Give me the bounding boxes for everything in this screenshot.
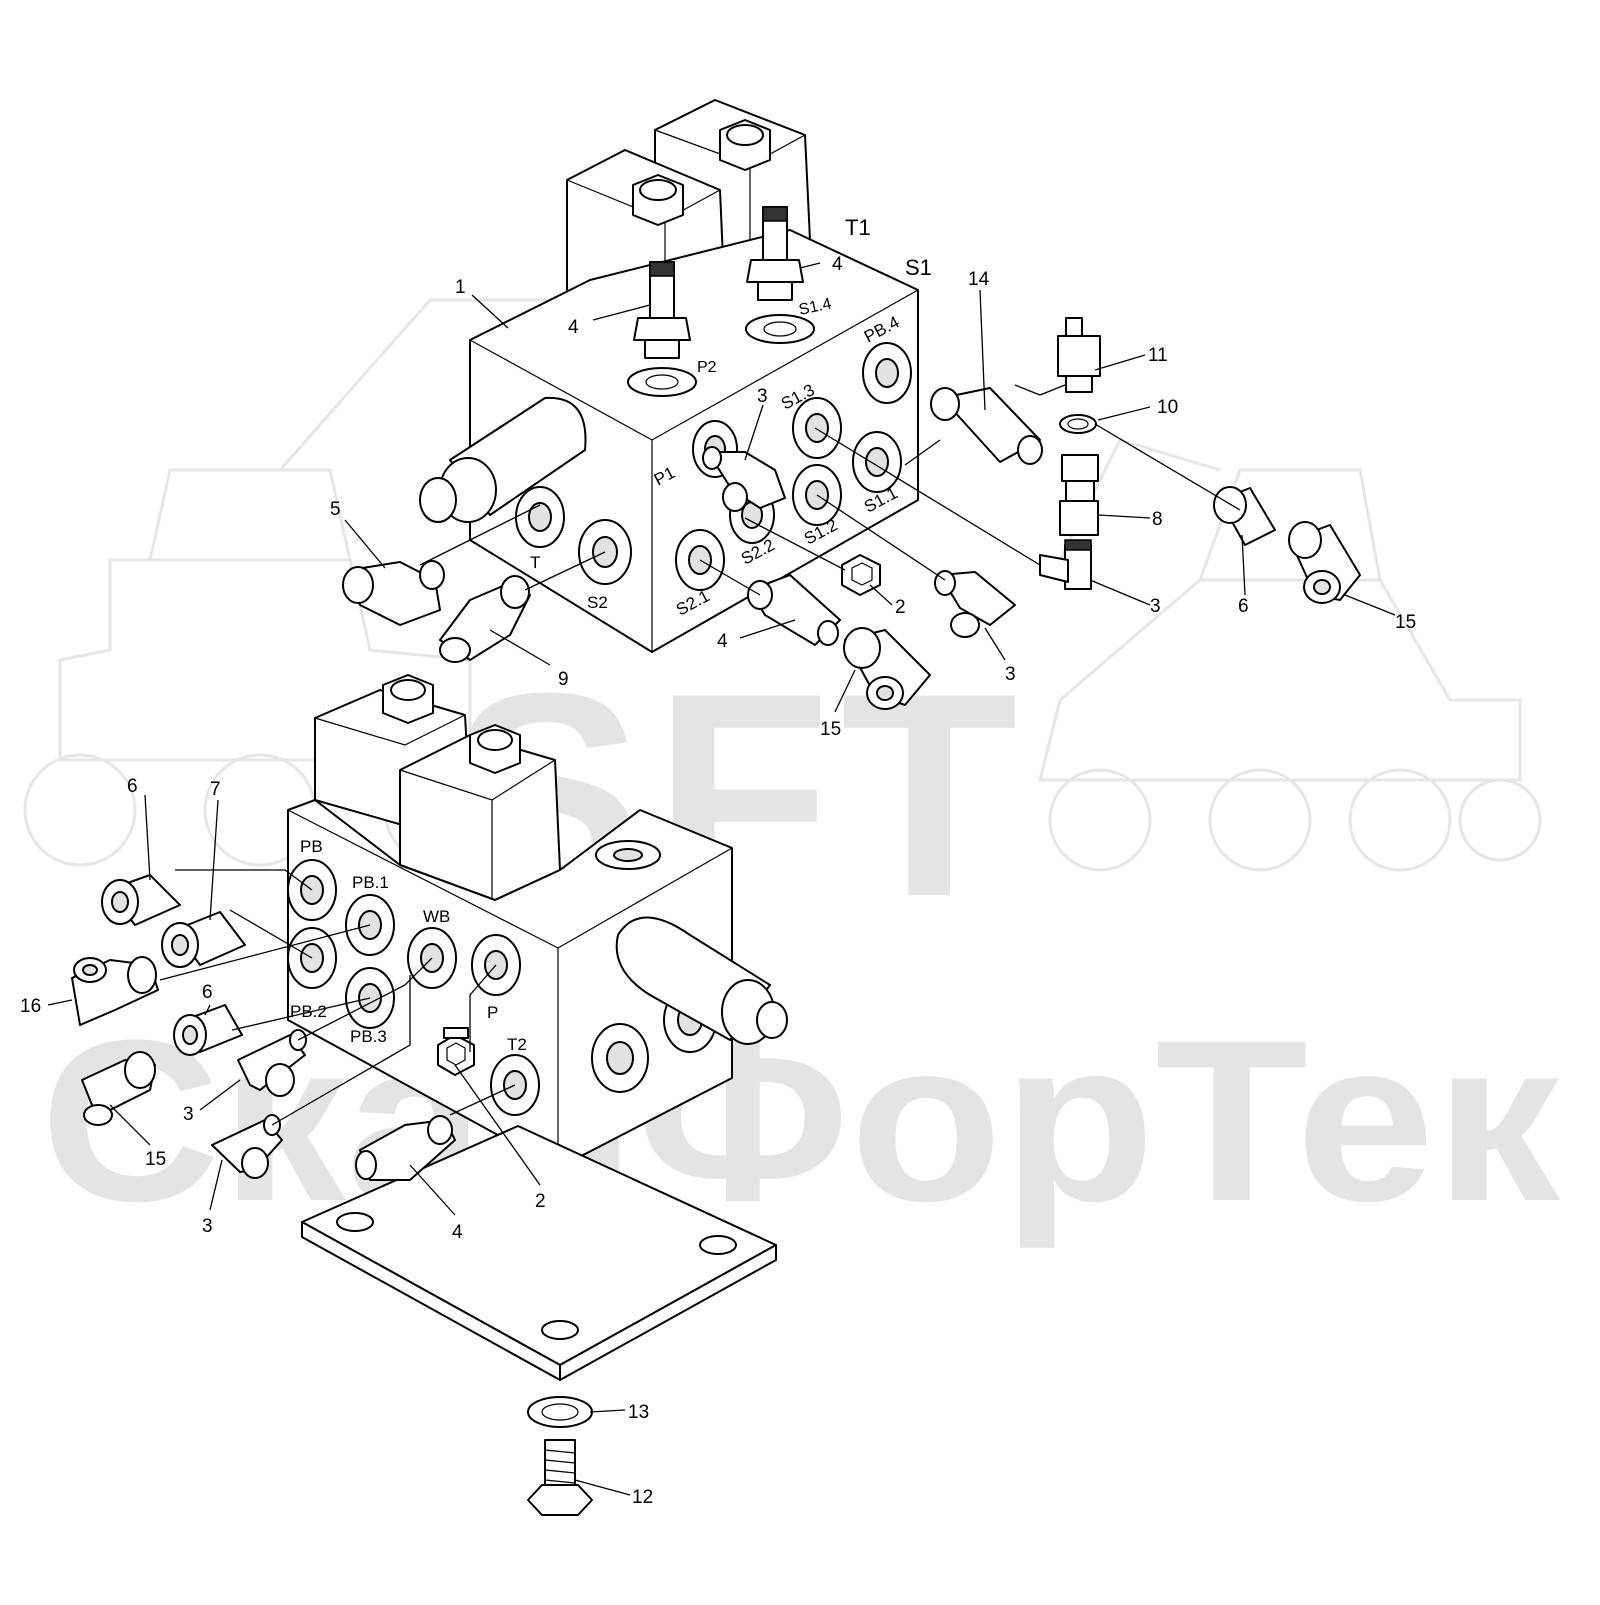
callout-15-right: 15 xyxy=(1395,612,1416,633)
callout-4-s14: 4 xyxy=(832,254,843,275)
callout-11: 11 xyxy=(1148,345,1168,366)
callout-3-left-upper: 3 xyxy=(183,1104,194,1125)
upper-cartridge-valve xyxy=(419,396,587,523)
callout-4-p2: 4 xyxy=(568,317,579,338)
elbow-3-left-lower xyxy=(211,1114,283,1179)
elbow-16 xyxy=(71,956,159,1026)
label-s1: S1 xyxy=(905,255,932,280)
check-valve-4-lower xyxy=(355,1115,456,1181)
callout-6-right: 6 xyxy=(1238,596,1249,617)
adapter-6-middle-left xyxy=(173,1004,243,1056)
port-p2-top xyxy=(627,367,697,397)
adapter-8 xyxy=(1059,454,1099,536)
solenoid-stem-p2 xyxy=(633,261,691,359)
adapter-7 xyxy=(161,911,246,968)
callout-3-s12: 3 xyxy=(1005,664,1016,685)
label-p: P xyxy=(487,1003,498,1022)
callout-13: 13 xyxy=(628,1402,649,1423)
elbow-3-p1 xyxy=(702,446,786,512)
mounting-plate xyxy=(301,1125,777,1381)
adapter-6-top-left xyxy=(101,874,181,926)
label-t2: T2 xyxy=(507,1035,527,1054)
pressure-switch-11 xyxy=(1057,317,1101,393)
callout-12: 12 xyxy=(632,1487,653,1508)
label-s1-4: S1.4 xyxy=(797,295,833,318)
label-p2: P2 xyxy=(697,359,717,376)
callout-16: 16 xyxy=(20,996,41,1017)
callout-14: 14 xyxy=(968,269,990,290)
callout-6-top-left: 6 xyxy=(127,776,138,797)
bolt-12 xyxy=(527,1439,593,1516)
elbow-5 xyxy=(342,560,445,626)
leader-lines xyxy=(47,262,1396,1496)
elbow-3-s12 xyxy=(934,570,1016,638)
callout-3-p1: 3 xyxy=(757,386,768,407)
callout-8: 8 xyxy=(1152,509,1163,530)
label-s2: S2 xyxy=(587,593,608,612)
callout-5: 5 xyxy=(330,499,341,520)
callout-4-upper: 4 xyxy=(717,631,728,652)
solenoid-stem-s14 xyxy=(746,206,804,301)
callout-6-middle-left: 6 xyxy=(202,982,213,1003)
elbow-3-left-upper xyxy=(237,1029,307,1097)
callout-3-tee: 3 xyxy=(1150,596,1161,617)
callout-15-left: 15 xyxy=(145,1149,166,1170)
callout-numbers: 1 4 4 14 11 10 3 8 3 6 15 5 2 3 4 9 15 6… xyxy=(20,254,1416,1508)
washer-10 xyxy=(1059,414,1097,434)
callout-9: 9 xyxy=(558,669,569,690)
tee-fitting-3-right xyxy=(1039,539,1092,590)
callout-2-lower: 2 xyxy=(535,1191,546,1212)
label-pb-1: PB.1 xyxy=(352,873,389,892)
label-t: T xyxy=(530,553,540,572)
pressure-sensor-14 xyxy=(930,387,1043,465)
callout-4-lower: 4 xyxy=(452,1222,463,1243)
callout-15-middle: 15 xyxy=(820,719,841,740)
label-pb-2: PB.2 xyxy=(290,1002,327,1021)
adapter-6-right xyxy=(1213,486,1276,546)
fitting-9 xyxy=(439,575,531,663)
callout-10: 10 xyxy=(1157,397,1178,418)
elbow-15-left xyxy=(81,1051,156,1126)
label-pb-3: PB.3 xyxy=(350,1027,387,1046)
port-s14-top xyxy=(745,314,815,344)
label-wb: WB xyxy=(423,907,450,926)
label-t1: T1 xyxy=(845,215,871,240)
lower-cartridge-valve xyxy=(615,916,788,1045)
watermark-vehicle-right-icon xyxy=(1038,438,1542,872)
callout-1: 1 xyxy=(455,277,466,298)
callout-3-left-lower: 3 xyxy=(202,1216,213,1237)
washer-13 xyxy=(527,1396,593,1428)
callout-7: 7 xyxy=(210,779,221,800)
label-pb: PB xyxy=(300,837,323,856)
elbow-15-right xyxy=(1288,521,1361,604)
callout-2-upper: 2 xyxy=(895,597,906,618)
elbow-15-middle xyxy=(843,627,931,710)
